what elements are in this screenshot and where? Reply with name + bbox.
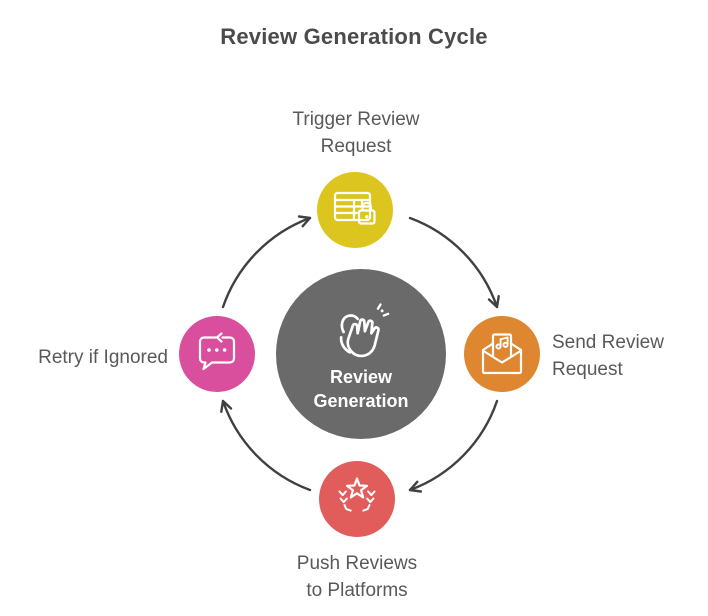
- label-push-reviews-to-platforms: Push Reviews to Platforms: [296, 553, 418, 601]
- envelope-music-note-icon: [481, 333, 523, 375]
- arrow-retry-to-trigger: [221, 215, 312, 309]
- arrow-trigger-to-send: [408, 216, 500, 309]
- node-send-review-request: [464, 316, 540, 392]
- node-push-reviews-to-platforms: [319, 461, 395, 537]
- label-retry-if-ignored: Retry if Ignored: [38, 347, 168, 368]
- clapping-hands-icon: [339, 303, 390, 358]
- table-lock-icon: [333, 191, 376, 225]
- arrow-push-to-retry: [220, 399, 312, 492]
- label-send-review-request: Send Review Request: [552, 332, 664, 380]
- node-trigger-review-request: [317, 172, 393, 248]
- star-laurel-icon: [338, 477, 376, 512]
- node-retry-if-ignored: [179, 316, 255, 392]
- label-trigger-review-request: Trigger Review Request: [292, 109, 420, 157]
- arrow-send-to-push: [408, 399, 499, 493]
- diagram-title: Review Generation Cycle: [220, 24, 488, 49]
- center-node-label: Review Generation: [313, 367, 409, 411]
- center-node-review-generation: Review Generation: [276, 269, 446, 439]
- chat-retry-icon: [198, 332, 236, 371]
